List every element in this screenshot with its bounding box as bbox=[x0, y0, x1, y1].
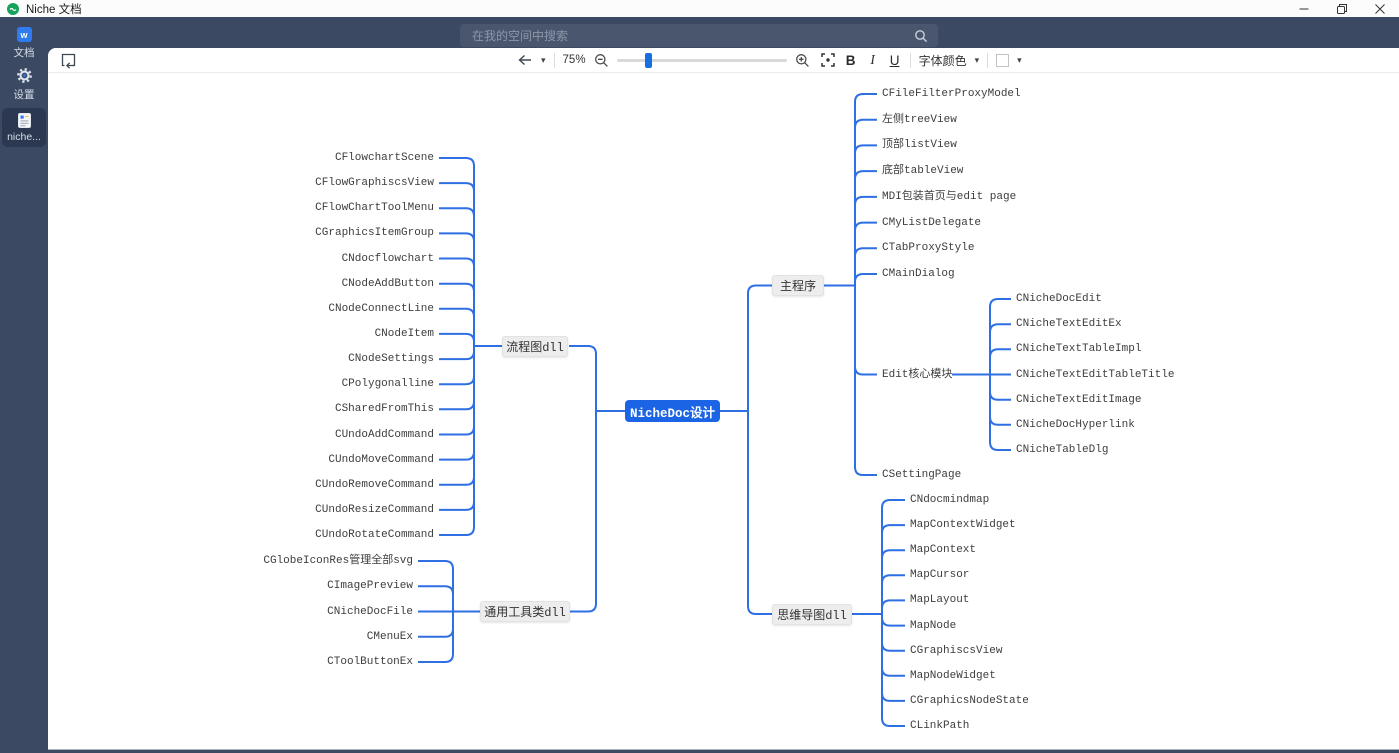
mindmap-connector-lines bbox=[418, 93, 1011, 727]
mindmap-node-leaf[interactable]: CNodeConnectLine bbox=[328, 302, 434, 315]
mindmap-node-leaf[interactable]: CMyListDelegate bbox=[882, 216, 982, 229]
sidebar: w 文档 设置 bbox=[0, 17, 48, 753]
toolbar: ▾ 75% bbox=[48, 48, 1399, 73]
color-swatch[interactable] bbox=[996, 53, 1010, 67]
mindmap-node-leaf[interactable]: CNicheTableDlg bbox=[1016, 444, 1109, 456]
mindmap-node-leaf[interactable]: 左侧treeView bbox=[882, 113, 957, 126]
zoom-in-icon[interactable] bbox=[795, 53, 810, 68]
mindmap-node-leaf[interactable]: CNdocmindmap bbox=[910, 494, 990, 506]
mindmap-node-leaf[interactable]: CUndoAddCommand bbox=[334, 428, 434, 441]
sidebar-item-niche-file[interactable]: niche... bbox=[0, 108, 48, 147]
mindmap-node-leaf[interactable]: CNicheTextEditEx bbox=[1016, 318, 1122, 331]
mindmap-node-leaf[interactable]: MapNodeWidget bbox=[910, 669, 996, 682]
mindmap-node-leaf[interactable]: CNicheTextEditImage bbox=[1016, 393, 1142, 406]
sidebar-item-label: 设置 bbox=[13, 89, 35, 101]
mindmap-root-node[interactable]: NicheDoc设计 bbox=[625, 400, 720, 422]
toolbar-divider bbox=[553, 52, 555, 68]
mindmap-branch-node[interactable]: 流程图dll bbox=[502, 335, 568, 357]
mindmap-node-leaf[interactable]: CNicheDocHyperlink bbox=[1016, 418, 1135, 431]
italic-button[interactable]: I bbox=[870, 52, 875, 67]
mindmap-node-leaf[interactable]: CNdocflowchart bbox=[341, 252, 434, 265]
underline-button[interactable]: U bbox=[889, 52, 900, 68]
mindmap-node-leaf[interactable]: MDI包装首页与edit page bbox=[882, 190, 1017, 203]
color-swatch-caret-icon[interactable]: ▾ bbox=[1017, 54, 1022, 65]
app-frame: w 文档 设置 bbox=[0, 17, 1399, 753]
document-canvas: ▾ 75% bbox=[48, 48, 1399, 750]
titlebar: Niche 文档 bbox=[0, 0, 1399, 17]
mindmap-branch-node[interactable]: 主程序 bbox=[772, 275, 824, 296]
mindmap-node-leaf[interactable]: MapLayout bbox=[910, 594, 970, 607]
mindmap-node-leaf[interactable]: Edit核心模块 bbox=[882, 368, 953, 381]
mindmap-node-leaf[interactable]: CGraphicsItemGroup bbox=[315, 227, 434, 240]
mindmap-node-leaf[interactable]: CUndoResizeCommand bbox=[315, 503, 434, 516]
close-button[interactable] bbox=[1361, 0, 1399, 17]
search-box[interactable] bbox=[460, 24, 938, 47]
mindmap-node-leaf[interactable]: MapCursor bbox=[910, 569, 970, 582]
zoom-slider-handle[interactable] bbox=[644, 52, 652, 68]
search-icon[interactable] bbox=[914, 29, 928, 43]
mindmap-node-leaf[interactable]: CGlobeIconRes管理全部svg bbox=[263, 555, 413, 567]
maximize-restore-button[interactable] bbox=[1323, 0, 1361, 17]
sidebar-item-documents[interactable]: w 文档 bbox=[0, 27, 48, 60]
mindmap-node-leaf[interactable]: CNodeSettings bbox=[348, 353, 434, 366]
mindmap-node-leaf[interactable]: CSettingPage bbox=[882, 469, 962, 481]
zoom-percent: 75% bbox=[562, 54, 586, 66]
mindmap-node-leaf[interactable]: MapNode bbox=[910, 619, 957, 632]
mindmap-node-leaf[interactable]: CGraphiscsView bbox=[910, 644, 1003, 657]
fit-to-screen-icon[interactable] bbox=[820, 52, 836, 68]
mindmap-node-leaf[interactable]: MapContext bbox=[910, 544, 977, 557]
mindmap-node-leaf[interactable]: CFlowGraphiscsView bbox=[315, 177, 434, 190]
document-icon bbox=[17, 113, 31, 128]
mindmap-node-leaf[interactable]: CToolButtonEx bbox=[327, 656, 413, 668]
connector-style-icon[interactable] bbox=[515, 53, 533, 67]
mindmap-node-leaf[interactable]: CPolygonalline bbox=[341, 378, 434, 391]
word-doc-icon: w bbox=[16, 27, 32, 42]
connector-style-caret-icon[interactable]: ▾ bbox=[541, 54, 546, 65]
sidebar-item-label: niche... bbox=[7, 131, 41, 143]
mindmap-branch-node[interactable]: 思维导图dll bbox=[772, 603, 852, 625]
window-title: Niche 文档 bbox=[26, 3, 82, 16]
bold-button[interactable]: B bbox=[845, 52, 856, 68]
mindmap-node-leaf[interactable]: CNicheDocFile bbox=[327, 605, 413, 618]
active-file-pill[interactable]: niche... bbox=[2, 108, 46, 147]
zoom-slider[interactable] bbox=[616, 52, 787, 68]
mindmap-node-leaf[interactable]: CNicheTextEditTableTitle bbox=[1016, 368, 1175, 381]
toolbar-divider bbox=[987, 52, 989, 68]
minimize-button[interactable] bbox=[1285, 0, 1323, 17]
mindmap-node-leaf[interactable]: CFlowchartScene bbox=[334, 152, 434, 164]
mindmap-node-leaf[interactable]: CUndoRemoveCommand bbox=[315, 478, 434, 491]
mindmap-node-leaf[interactable]: CLinkPath bbox=[910, 720, 970, 732]
sidebar-item-settings[interactable]: 设置 bbox=[0, 67, 48, 102]
app-logo-icon bbox=[7, 2, 19, 15]
mindmap-node-leaf[interactable]: CNicheDocEdit bbox=[1016, 293, 1102, 305]
mindmap-node-leaf[interactable]: CFileFilterProxyModel bbox=[882, 88, 1021, 100]
mindmap-node-leaf[interactable]: CUndoMoveCommand bbox=[328, 453, 434, 466]
font-color-caret-icon[interactable]: ▾ bbox=[974, 54, 980, 65]
toolbar-divider bbox=[909, 52, 911, 68]
mindmap-node-leaf[interactable]: MapContextWidget bbox=[910, 519, 1016, 532]
mindmap-node-leaf[interactable]: CNodeItem bbox=[374, 327, 434, 340]
mindmap-branch-node[interactable]: 通用工具类dll bbox=[480, 601, 570, 622]
mindmap-node-leaf[interactable]: CImagePreview bbox=[327, 580, 413, 593]
mindmap-node-leaf[interactable]: 顶部listView bbox=[882, 139, 957, 152]
mindmap-node-leaf[interactable]: CUndoRotateCommand bbox=[315, 529, 434, 541]
gear-icon bbox=[16, 67, 33, 84]
mindmap-node-leaf[interactable]: CGraphicsNodeState bbox=[910, 694, 1029, 707]
mindmap-node-leaf[interactable]: CTabProxyStyle bbox=[882, 242, 975, 255]
sidebar-item-label: 文档 bbox=[13, 47, 35, 59]
mindmap-node-leaf[interactable]: CMenuEx bbox=[366, 630, 413, 643]
mindmap-node-leaf[interactable]: CNicheTextTableImpl bbox=[1016, 343, 1142, 356]
mindmap-node-leaf[interactable]: CMainDialog bbox=[882, 268, 955, 280]
font-color-button[interactable]: 字体颜色 bbox=[918, 53, 967, 68]
search-input[interactable] bbox=[460, 24, 914, 47]
mindmap-node-leaf[interactable]: CNodeAddButton bbox=[341, 277, 434, 290]
zoom-out-icon[interactable] bbox=[594, 53, 609, 68]
insert-node-button[interactable] bbox=[58, 51, 78, 70]
mindmap-node-leaf[interactable]: CFlowChartToolMenu bbox=[315, 202, 434, 215]
mindmap-node-leaf[interactable]: CSharedFromThis bbox=[334, 403, 434, 416]
mindmap-node-leaf[interactable]: 底部tableView bbox=[882, 165, 964, 178]
